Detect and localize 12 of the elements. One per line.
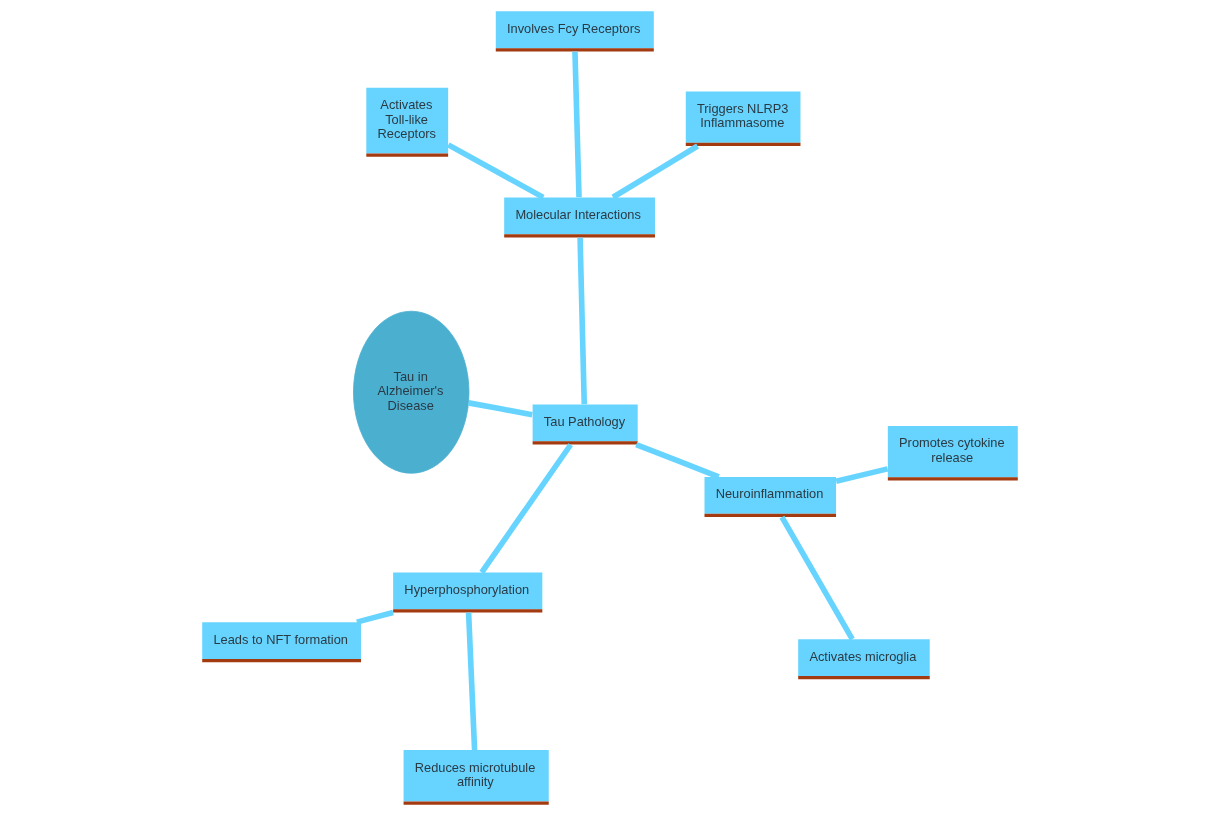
connector — [468, 400, 533, 418]
connector — [635, 441, 720, 480]
connector — [479, 443, 573, 574]
connector — [835, 466, 889, 484]
node-ellipse: Tau in Alzheimer's Disease — [353, 310, 470, 474]
connector — [577, 237, 588, 405]
connector — [447, 142, 545, 200]
connector — [572, 51, 582, 198]
connector — [465, 612, 478, 751]
connector — [779, 515, 855, 641]
connector — [356, 609, 394, 625]
connector — [611, 143, 700, 200]
